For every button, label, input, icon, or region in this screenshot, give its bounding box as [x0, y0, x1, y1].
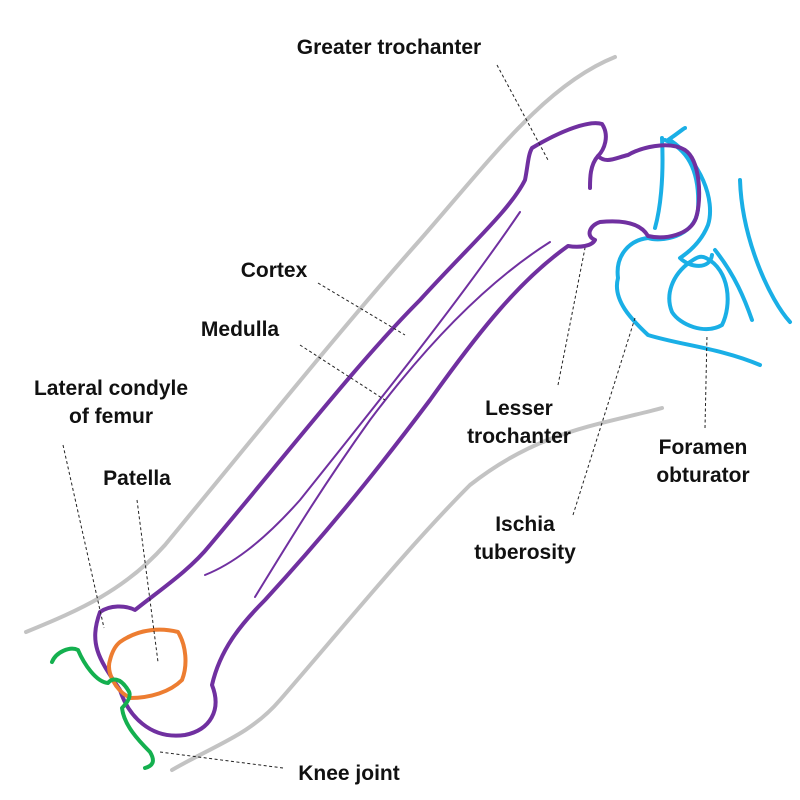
medulla-wall-1	[204, 211, 521, 576]
thigh-outline-lower	[170, 406, 664, 772]
leader-patella	[136, 499, 159, 663]
greater-trochanter-notch	[588, 154, 600, 190]
label-lateral-condyle-line2: of femur	[69, 405, 153, 428]
leader-greater-trochanter	[496, 64, 549, 161]
femur	[93, 121, 702, 738]
label-foramen-line1: Foramen	[659, 436, 748, 459]
leader-lesser-trochanter	[557, 247, 586, 386]
foramen-obturator-outline	[667, 254, 730, 332]
patella-outline	[107, 627, 188, 700]
tibia-outline	[50, 646, 155, 770]
leader-medulla	[299, 344, 386, 401]
femur-cortex-outline	[93, 121, 702, 738]
label-lesser-trochanter-line1: Lesser	[485, 397, 553, 420]
pelvis	[614, 126, 792, 367]
label-ischia-line1: Ischia	[495, 513, 555, 536]
leader-foramen-obturator	[704, 334, 708, 429]
label-ischia-line2: tuberosity	[474, 541, 576, 564]
label-lesser-trochanter-line2: trochanter	[467, 425, 571, 448]
label-cortex: Cortex	[241, 259, 308, 282]
label-medulla: Medulla	[201, 318, 279, 341]
pelvis-ilium-edge	[653, 126, 687, 230]
label-knee-joint: Knee joint	[298, 762, 400, 785]
leader-lateral-condyle	[62, 444, 105, 629]
thigh-outline-upper	[24, 55, 617, 634]
leader-cortex	[317, 282, 406, 336]
label-greater-trochanter: Greater trochanter	[297, 36, 481, 59]
pelvis-ramus	[713, 178, 792, 324]
leader-lines	[62, 64, 708, 769]
label-patella: Patella	[103, 467, 171, 490]
medulla-wall-2	[254, 241, 551, 598]
leader-knee-joint	[159, 751, 284, 769]
leader-ischia-tuberosity	[572, 317, 636, 516]
labels: Greater trochanter Cortex Medulla Latera…	[34, 36, 750, 785]
label-lateral-condyle-line1: Lateral condyle	[34, 377, 188, 400]
label-foramen-line2: obturator	[656, 464, 749, 487]
